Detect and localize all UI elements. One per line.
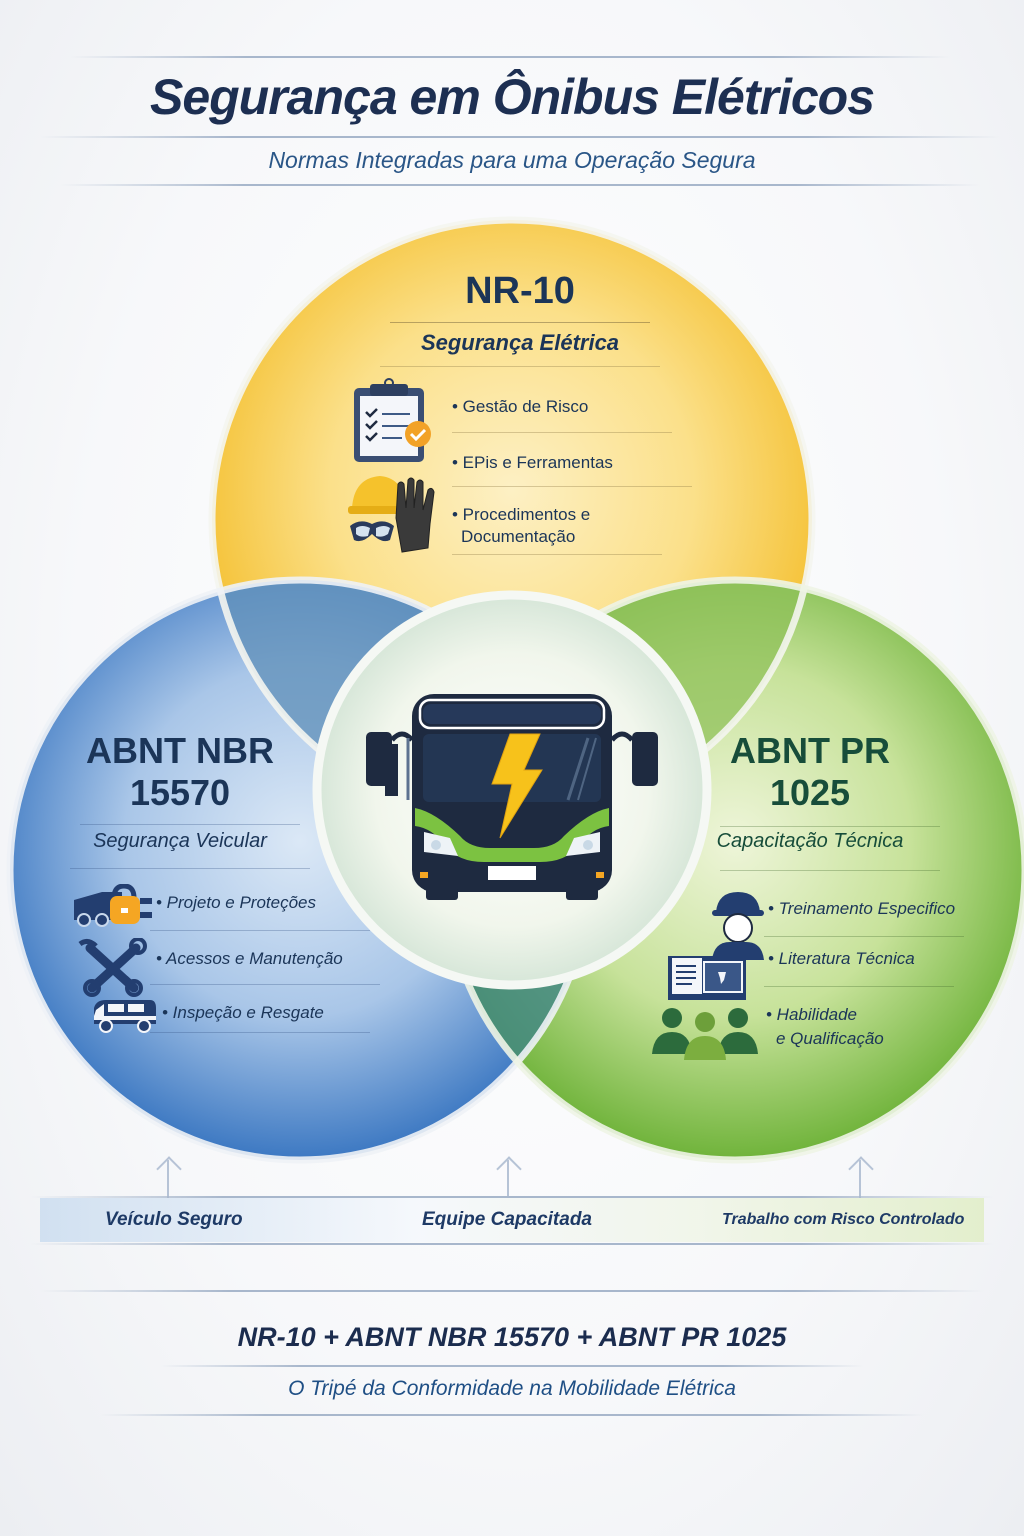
nr10-item-3-cont: Documentação xyxy=(461,527,576,546)
nr10-title-rule xyxy=(390,322,650,323)
worker-hardhat-icon xyxy=(712,892,764,960)
pr1025-subtitle-rule xyxy=(720,870,940,871)
nbr15570-item-rule-1 xyxy=(150,930,370,931)
arrow-shaft-left xyxy=(167,1160,169,1198)
nr10-item-rule-2 xyxy=(452,486,692,487)
pr1025-subtitle: Capacitação Técnica xyxy=(716,830,904,852)
clipboard-checklist-icon xyxy=(354,378,431,462)
title-bottom-rule xyxy=(40,136,1000,138)
nbr15570-code-line1: ABNT NBR xyxy=(86,730,274,771)
pillar-band-bottom-rule xyxy=(30,1243,994,1245)
pr1025-item-rule-1 xyxy=(764,936,964,937)
technical-folder-icon xyxy=(668,956,746,1000)
pillar-band xyxy=(40,1198,984,1242)
nbr15570-item-rule-2 xyxy=(150,984,380,985)
nr10-item-rule-3 xyxy=(452,554,662,555)
arrow-shaft-center xyxy=(507,1160,509,1198)
subtitle-rule xyxy=(60,184,980,186)
nbr15570-subtitle: Segurança Veicular xyxy=(93,830,267,852)
footer-top-rule xyxy=(40,1290,984,1292)
nr10-subtitle-rule xyxy=(380,366,660,367)
nr10-code: NR-10 xyxy=(465,270,575,312)
pillar-label-risk: Trabalho com Risco Controlado xyxy=(722,1211,965,1228)
nr10-item-2: • EPis e Ferramentas xyxy=(452,453,613,472)
pr1025-code-line1: ABNT PR xyxy=(730,730,890,771)
pr1025-item-rule-2 xyxy=(764,986,954,987)
nbr15570-code-line2: 15570 xyxy=(129,772,231,813)
vehicle-lock-icon xyxy=(74,884,152,927)
team-people-icon xyxy=(652,1008,758,1060)
standards-formula: NR-10 + ABNT NBR 15570 + ABNT PR 1025 xyxy=(237,1322,787,1352)
nbr15570-title-rule xyxy=(80,824,300,825)
page-subtitle: Normas Integradas para uma Operação Segu… xyxy=(268,147,756,173)
title-top-rule xyxy=(70,56,950,58)
pillar-label-team: Equipe Capacitada xyxy=(422,1209,592,1230)
footer-tagline: O Tripé da Conformidade na Mobilidade El… xyxy=(288,1377,736,1400)
formula-rule xyxy=(160,1365,864,1367)
pr1025-title-rule xyxy=(720,826,940,827)
pillar-label-vehicle: Veículo Seguro xyxy=(105,1209,243,1230)
pillar-band-top-rule xyxy=(30,1196,994,1198)
nr10-item-3: • Procedimentos e xyxy=(452,505,591,524)
pr1025-section: ABNT PR 1025 Capacitação Técnica • Trein… xyxy=(640,730,980,1060)
nr10-item-1: • Gestão de Risco xyxy=(452,397,589,416)
nbr15570-item-rule-3 xyxy=(150,1032,370,1033)
nbr15570-item-1: • Projeto e Proteções xyxy=(156,893,316,912)
arrow-shaft-right xyxy=(859,1160,861,1198)
van-icon xyxy=(94,1000,156,1033)
lightning-bolt xyxy=(491,733,543,839)
pr1025-item-3-cont: e Qualificação xyxy=(776,1029,884,1048)
nbr15570-item-2: • Acessos e Manutenção xyxy=(156,949,343,968)
tagline-rule xyxy=(100,1414,924,1416)
nr10-item-rule-1 xyxy=(452,432,672,433)
nbr15570-section: ABNT NBR 15570 Segurança Veicular • Proj… xyxy=(50,730,380,1040)
nbr15570-item-3: • Inspeção e Resgate xyxy=(162,1003,324,1022)
nbr15570-subtitle-rule xyxy=(70,868,310,869)
electric-bus-icon xyxy=(366,694,658,900)
page-title: Segurança em Ônibus Elétricos xyxy=(149,69,875,125)
pr1025-item-2: • Literatura Técnica xyxy=(768,949,915,968)
nr10-subtitle: Segurança Elétrica xyxy=(420,330,620,355)
hardhat-gloves-goggles-icon xyxy=(348,476,435,553)
nr10-section: NR-10 Segurança Elétrica • Gestão de Ris… xyxy=(330,262,710,572)
crossed-wrenches-icon xyxy=(78,938,147,997)
pr1025-item-1: • Treinamento Especifico xyxy=(768,899,956,918)
pr1025-item-3: • Habilidade xyxy=(766,1005,858,1024)
pr1025-code-line2: 1025 xyxy=(769,772,851,813)
